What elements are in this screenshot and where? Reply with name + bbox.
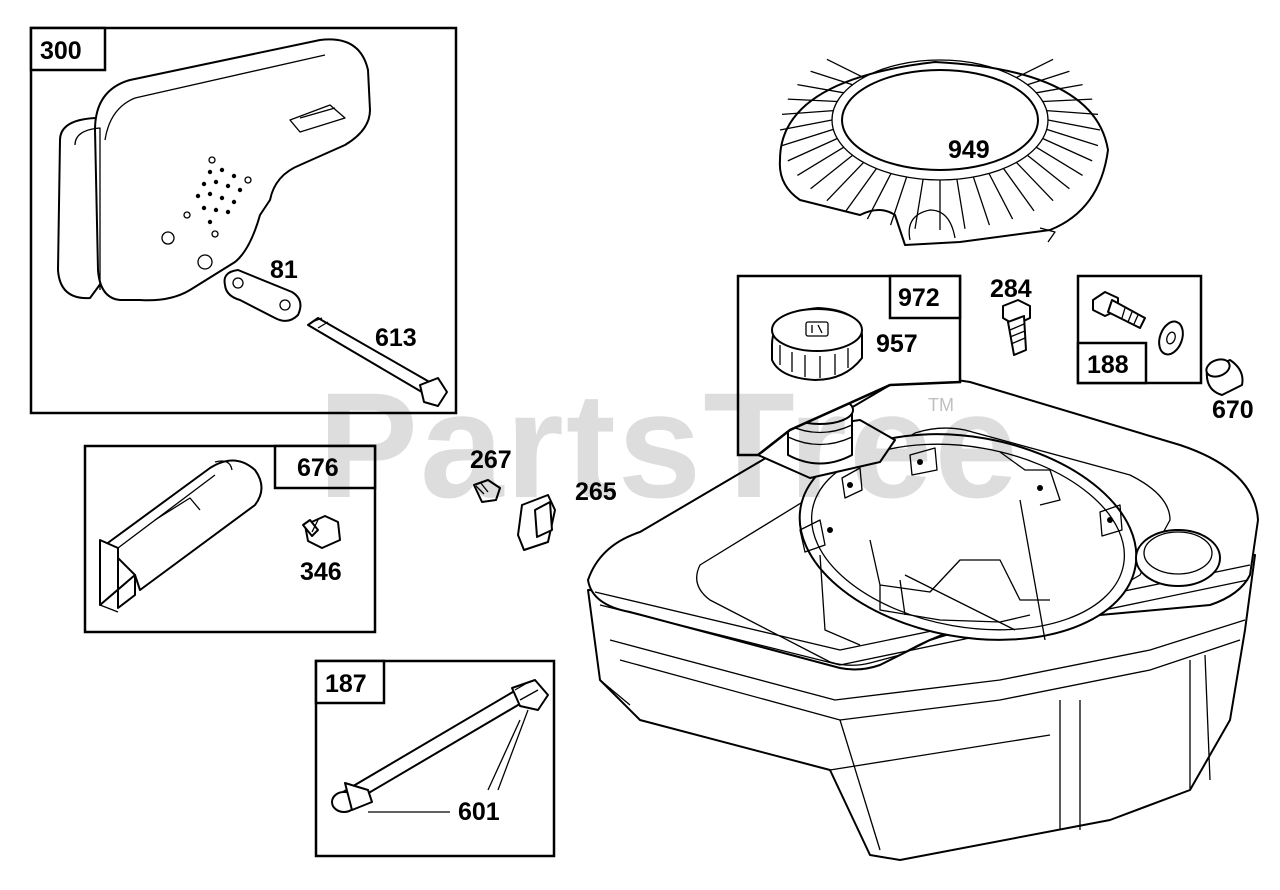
- screen-rib: [972, 176, 991, 226]
- screen-rib: [810, 70, 853, 86]
- muffler-vent-hole: [225, 183, 231, 189]
- callout-949: 949: [948, 136, 990, 164]
- tag-300: 300: [29, 26, 107, 72]
- muffler-washer: [223, 269, 302, 322]
- tag-972: 972: [888, 274, 962, 320]
- callout-676: 676: [297, 454, 339, 482]
- callout-670: 670: [1212, 396, 1254, 424]
- muffler-vent-hole: [231, 199, 237, 205]
- watermark-brand: PartsTree: [318, 361, 1020, 529]
- screw-267: [473, 479, 501, 503]
- screen-rib: [889, 176, 908, 226]
- muffler-vent-hole: [225, 209, 231, 215]
- callout-601: 601: [458, 798, 500, 826]
- muffler-vent-hole: [207, 169, 213, 175]
- callout-346: 346: [300, 558, 342, 586]
- callout-957: 957: [876, 330, 918, 358]
- tag-676: 676: [273, 444, 377, 490]
- muffler-vent-hole: [207, 191, 213, 197]
- fuel-line: [331, 679, 549, 813]
- tag-187: 187: [314, 659, 386, 705]
- screen-rib: [1002, 168, 1035, 212]
- callout-265: 265: [575, 478, 617, 506]
- tag-188: 188: [1076, 341, 1148, 385]
- screen-rib: [787, 137, 838, 162]
- screen-rib: [1035, 146, 1083, 176]
- screen-rib: [1016, 58, 1054, 79]
- muffler: [57, 38, 371, 302]
- screen-rib: [1026, 154, 1070, 190]
- screen-rib: [988, 173, 1014, 220]
- muffler-vent-hole: [195, 193, 201, 199]
- screen-rib: [779, 119, 833, 131]
- muffler-vent-hole: [213, 179, 219, 185]
- screw-346: [302, 515, 341, 549]
- screen-rib: [866, 173, 892, 220]
- screen-rib: [787, 98, 838, 103]
- clip-265: [517, 494, 556, 551]
- screen-rib: [956, 179, 966, 229]
- muffler-vent-hole: [207, 219, 213, 225]
- callout-81: 81: [270, 256, 298, 284]
- screen-rib: [826, 161, 865, 202]
- screen-rib: [797, 83, 844, 94]
- callout-613: 613: [375, 324, 417, 352]
- callout-972: 972: [898, 284, 940, 312]
- screen-rib: [1042, 98, 1093, 103]
- callout-300: 300: [40, 37, 82, 65]
- callout-284: 284: [990, 275, 1032, 303]
- bolt-and-washer: [1092, 291, 1184, 356]
- callout-267: 267: [470, 446, 512, 474]
- screen-rib: [797, 146, 845, 176]
- screen-rib: [1027, 70, 1070, 86]
- screen-rib: [781, 128, 834, 147]
- muffler-vent-hole: [201, 181, 207, 187]
- callout-188: 188: [1087, 351, 1129, 379]
- muffler-vent-hole: [237, 187, 243, 193]
- screen-rib: [1042, 137, 1093, 162]
- hose-clamp-leaders: [368, 709, 529, 813]
- muffler-vent-hole: [201, 205, 207, 211]
- muffler-stud: [307, 317, 448, 407]
- spacer-670: [1205, 358, 1244, 396]
- callout-187: 187: [325, 670, 367, 698]
- bolt-284: [1002, 299, 1031, 356]
- screen-rib: [845, 168, 878, 212]
- muffler-vent-hole: [219, 195, 225, 201]
- screen-rib: [1015, 161, 1054, 202]
- muffler-vent-hole: [219, 167, 225, 173]
- watermark-trademark: TM: [928, 395, 954, 415]
- screen-rib: [810, 154, 854, 190]
- screen-rib: [826, 58, 864, 79]
- screen-rib: [914, 179, 924, 229]
- screen-rib: [1047, 119, 1101, 131]
- screen-rib: [1046, 109, 1099, 116]
- screen-rib: [1036, 83, 1083, 94]
- fuel-cap: [771, 307, 863, 381]
- muffler-vent-hole: [231, 173, 237, 179]
- rotating-screen: [778, 58, 1109, 246]
- screen-rib: [1046, 128, 1099, 147]
- muffler-guard: [99, 459, 263, 613]
- muffler-vent-hole: [213, 207, 219, 213]
- fuel-tank: [587, 378, 1259, 861]
- screen-rib: [781, 109, 834, 116]
